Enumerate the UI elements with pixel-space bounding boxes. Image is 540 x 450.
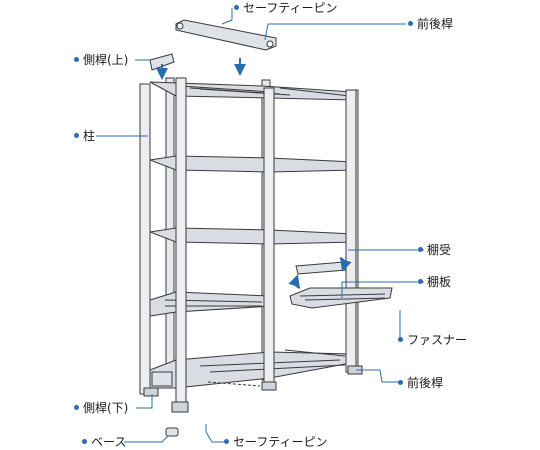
bullet-dot: [224, 439, 229, 444]
label-front-back-beam-top: 前後桿: [408, 17, 453, 31]
leader-lines: [96, 8, 424, 443]
label-side-beam-lower: 側桿(下): [74, 401, 128, 415]
label-column: 柱: [74, 129, 95, 143]
bullet-dot: [234, 5, 239, 10]
bullet-dot: [398, 337, 403, 342]
bullet-dot: [408, 21, 413, 26]
bullet-dot: [74, 405, 79, 410]
label-safety-pin-top: セーフティーピン: [234, 1, 338, 15]
label-front-back-beam-bottom: 前後桿: [398, 376, 443, 390]
bullet-dot: [74, 133, 79, 138]
label-base: ベース: [82, 435, 126, 449]
label-safety-pin-bottom: セーフティーピン: [224, 435, 328, 449]
label-shelf-board: 棚板: [418, 275, 451, 289]
label-shelf-support: 棚受: [418, 243, 451, 257]
label-side-beam-upper: 側桿(上): [74, 53, 128, 67]
bullet-dot: [82, 439, 87, 444]
label-fastener: ファスナー: [398, 333, 467, 347]
bullet-dot: [418, 279, 423, 284]
bullet-dot: [74, 57, 79, 62]
top-arrows: [156, 58, 246, 80]
side-beam-upper-exploded: [149, 53, 175, 71]
bullet-dot: [418, 247, 423, 252]
bullet-dot: [398, 380, 403, 385]
top-beam-exploded: [175, 19, 277, 51]
shelf-board-exploded: [289, 287, 393, 309]
bottom-exploded: [151, 371, 261, 437]
shelf-support-exploded: [295, 261, 347, 275]
